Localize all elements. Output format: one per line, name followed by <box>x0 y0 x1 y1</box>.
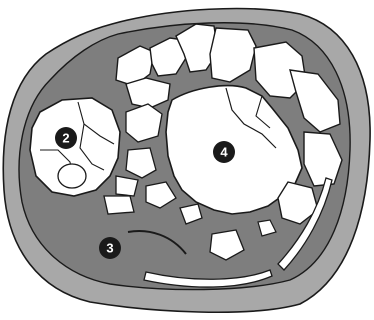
fragment-small <box>104 196 134 214</box>
fragment-rounded <box>58 164 86 188</box>
callout-3: 3 <box>99 237 121 259</box>
callout-label: 2 <box>62 131 69 146</box>
callout-2: 2 <box>55 127 77 149</box>
callout-label: 4 <box>220 145 228 160</box>
callout-label: 3 <box>106 241 113 256</box>
fragment-small <box>126 104 162 142</box>
callout-4: 4 <box>213 141 235 163</box>
fragment-small <box>116 176 138 196</box>
